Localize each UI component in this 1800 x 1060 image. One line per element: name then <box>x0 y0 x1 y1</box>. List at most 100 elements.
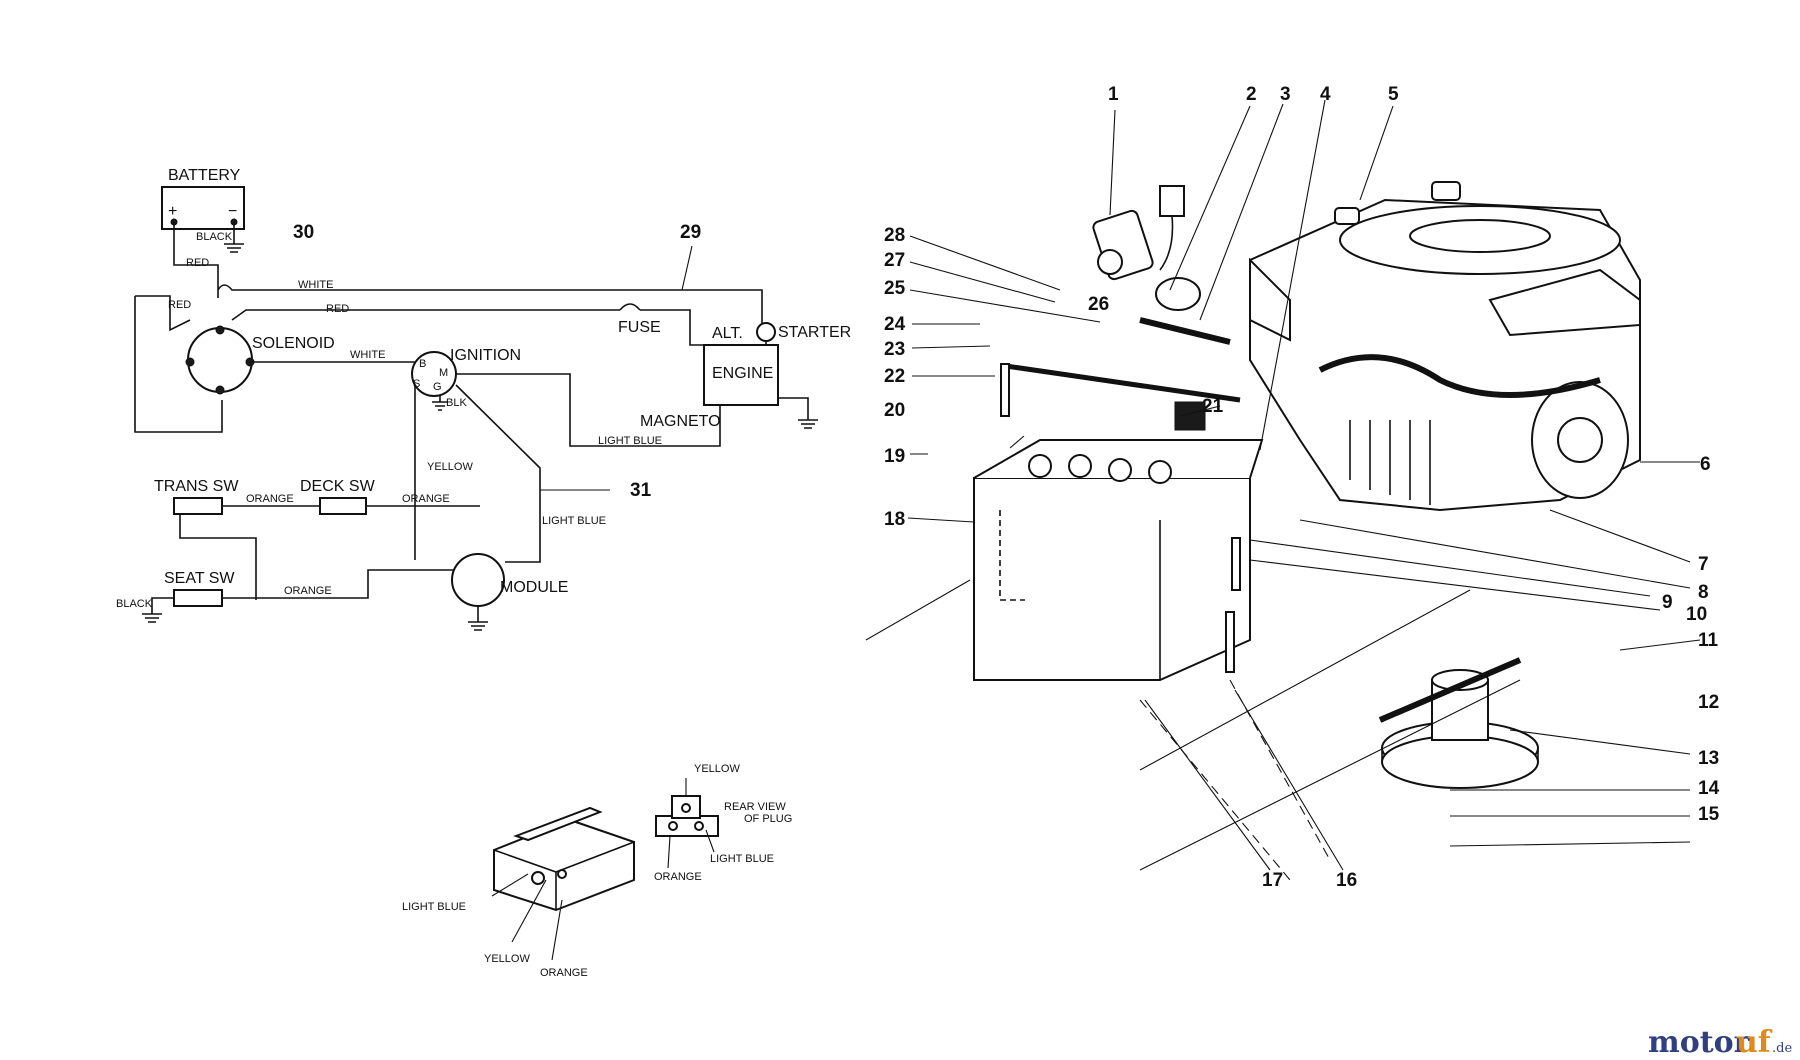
fuse-icon <box>619 303 641 311</box>
trans-switch-icon <box>173 497 223 515</box>
part-number-6: 6 <box>1700 454 1711 475</box>
part-21-drawing <box>1174 401 1206 431</box>
ign-g: G <box>433 381 442 393</box>
plug-orange-bottom: ORANGE <box>540 967 588 979</box>
wire-red-2: RED <box>168 299 191 311</box>
battery-plus: + <box>168 203 177 220</box>
part-number-26: 26 <box>1088 294 1109 315</box>
ref-30: 30 <box>293 222 314 243</box>
part-16-drawing <box>1225 611 1235 673</box>
part-number-23: 23 <box>884 339 905 360</box>
starter-icon <box>756 322 776 342</box>
watermark-part1: motor <box>1648 1025 1751 1060</box>
solenoid-part-drawing <box>1092 185 1185 281</box>
part-number-25: 25 <box>884 278 906 299</box>
label-engine: ENGINE <box>712 365 773 382</box>
part-number-2: 2 <box>1246 84 1257 105</box>
label-seat-sw: SEAT SW <box>164 570 235 587</box>
wire-yellow-1: YELLOW <box>427 461 473 473</box>
label-ignition: IGNITION <box>450 347 521 364</box>
part-number-22: 22 <box>884 366 905 387</box>
part-number-1: 1 <box>1108 84 1119 105</box>
solenoid-icon <box>187 327 253 393</box>
label-solenoid: SOLENOID <box>252 335 335 352</box>
plug-rear-view-2: OF PLUG <box>744 813 792 825</box>
part-22-drawing <box>1000 363 1010 417</box>
wire-orange-3: ORANGE <box>284 585 332 597</box>
plug-rear-view-1: REAR VIEW <box>724 801 786 813</box>
ground-ignition-icon <box>432 396 448 411</box>
part-number-11: 11 <box>1698 630 1719 651</box>
part-number-16: 16 <box>1336 870 1357 891</box>
part-number-3: 3 <box>1280 84 1291 105</box>
part-23-drawing <box>1005 363 1241 403</box>
wire-black-bottom: BLACK <box>116 598 153 610</box>
wire-orange-1: ORANGE <box>246 493 294 505</box>
ign-b: B <box>419 358 426 370</box>
part-number-19: 19 <box>884 446 905 467</box>
exploded-parts-view <box>865 181 1701 881</box>
part-number-10: 10 <box>1686 604 1707 625</box>
watermark-part3: .de <box>1772 1041 1792 1056</box>
engine-drawing <box>1249 181 1641 512</box>
plug-light-blue-right: LIGHT BLUE <box>710 853 774 865</box>
battery-part-drawing <box>973 439 1264 681</box>
ground-seat-icon <box>142 597 174 623</box>
part-10-drawing <box>1231 537 1241 591</box>
wire-red-3: RED <box>326 303 349 315</box>
ref-29: 29 <box>680 222 701 243</box>
ign-blk: BLK <box>446 397 467 409</box>
part-number-4: 4 <box>1320 84 1331 105</box>
part-number-7: 7 <box>1698 554 1709 575</box>
leader-lines <box>907 99 1700 871</box>
plug-orange-mid: ORANGE <box>654 871 702 883</box>
watermark-part2: uf <box>1736 1025 1773 1060</box>
part-number-28: 28 <box>884 225 905 246</box>
wire-light-blue-1: LIGHT BLUE <box>598 435 662 447</box>
wire-red-1: RED <box>186 257 209 269</box>
label-magneto: MAGNETO <box>640 413 721 430</box>
watermark-logo: motor uf .de <box>1648 1025 1792 1060</box>
label-trans-sw: TRANS SW <box>154 478 239 495</box>
label-module: MODULE <box>500 579 568 596</box>
ign-s: S <box>413 378 420 390</box>
part-number-18: 18 <box>884 509 905 530</box>
plug-yellow-bottom: YELLOW <box>484 953 530 965</box>
part-number-8: 8 <box>1698 582 1709 603</box>
ground-battery-icon <box>224 243 244 253</box>
seat-switch-icon <box>173 589 223 607</box>
wire-white-1: WHITE <box>298 279 333 291</box>
label-deck-sw: DECK SW <box>300 478 376 495</box>
part-number-20: 20 <box>884 400 905 421</box>
battery-minus: − <box>228 203 237 220</box>
engine-box <box>703 344 779 406</box>
label-alt: ALT. <box>712 325 743 342</box>
part-number-14: 14 <box>1698 778 1720 799</box>
plug-light-blue-left: LIGHT BLUE <box>402 901 466 913</box>
plug-yellow-top: YELLOW <box>694 763 740 775</box>
part-number-5: 5 <box>1388 84 1399 105</box>
part-number-17: 17 <box>1262 870 1283 891</box>
module-icon <box>451 553 505 607</box>
part-26-drawing <box>1139 317 1231 345</box>
wire-white-2: WHITE <box>350 349 385 361</box>
wire-orange-2: ORANGE <box>402 493 450 505</box>
wire-black-top: BLACK <box>196 231 233 243</box>
part-number-12: 12 <box>1698 692 1719 713</box>
part-3-drawing <box>1155 277 1201 311</box>
label-fuse: FUSE <box>618 319 661 336</box>
part-number-21: 21 <box>1202 396 1224 417</box>
label-starter: STARTER <box>778 324 851 341</box>
wiring-schematic: BATTERY + − BLACK RED WHITE RED RED FUSE… <box>116 167 851 631</box>
part-number-24: 24 <box>884 314 906 335</box>
label-battery: BATTERY <box>168 167 241 184</box>
pulley-part-drawing <box>1378 657 1539 789</box>
part-number-labels: 1 2 3 4 5 6 7 8 9 10 11 12 13 14 15 16 1… <box>884 84 1720 891</box>
part-number-13: 13 <box>1698 748 1719 769</box>
part-number-15: 15 <box>1698 804 1720 825</box>
wire-light-blue-2: LIGHT BLUE <box>542 515 606 527</box>
part-number-9: 9 <box>1662 592 1673 613</box>
ground-engine-icon <box>798 419 818 429</box>
ref-31: 31 <box>630 480 652 501</box>
